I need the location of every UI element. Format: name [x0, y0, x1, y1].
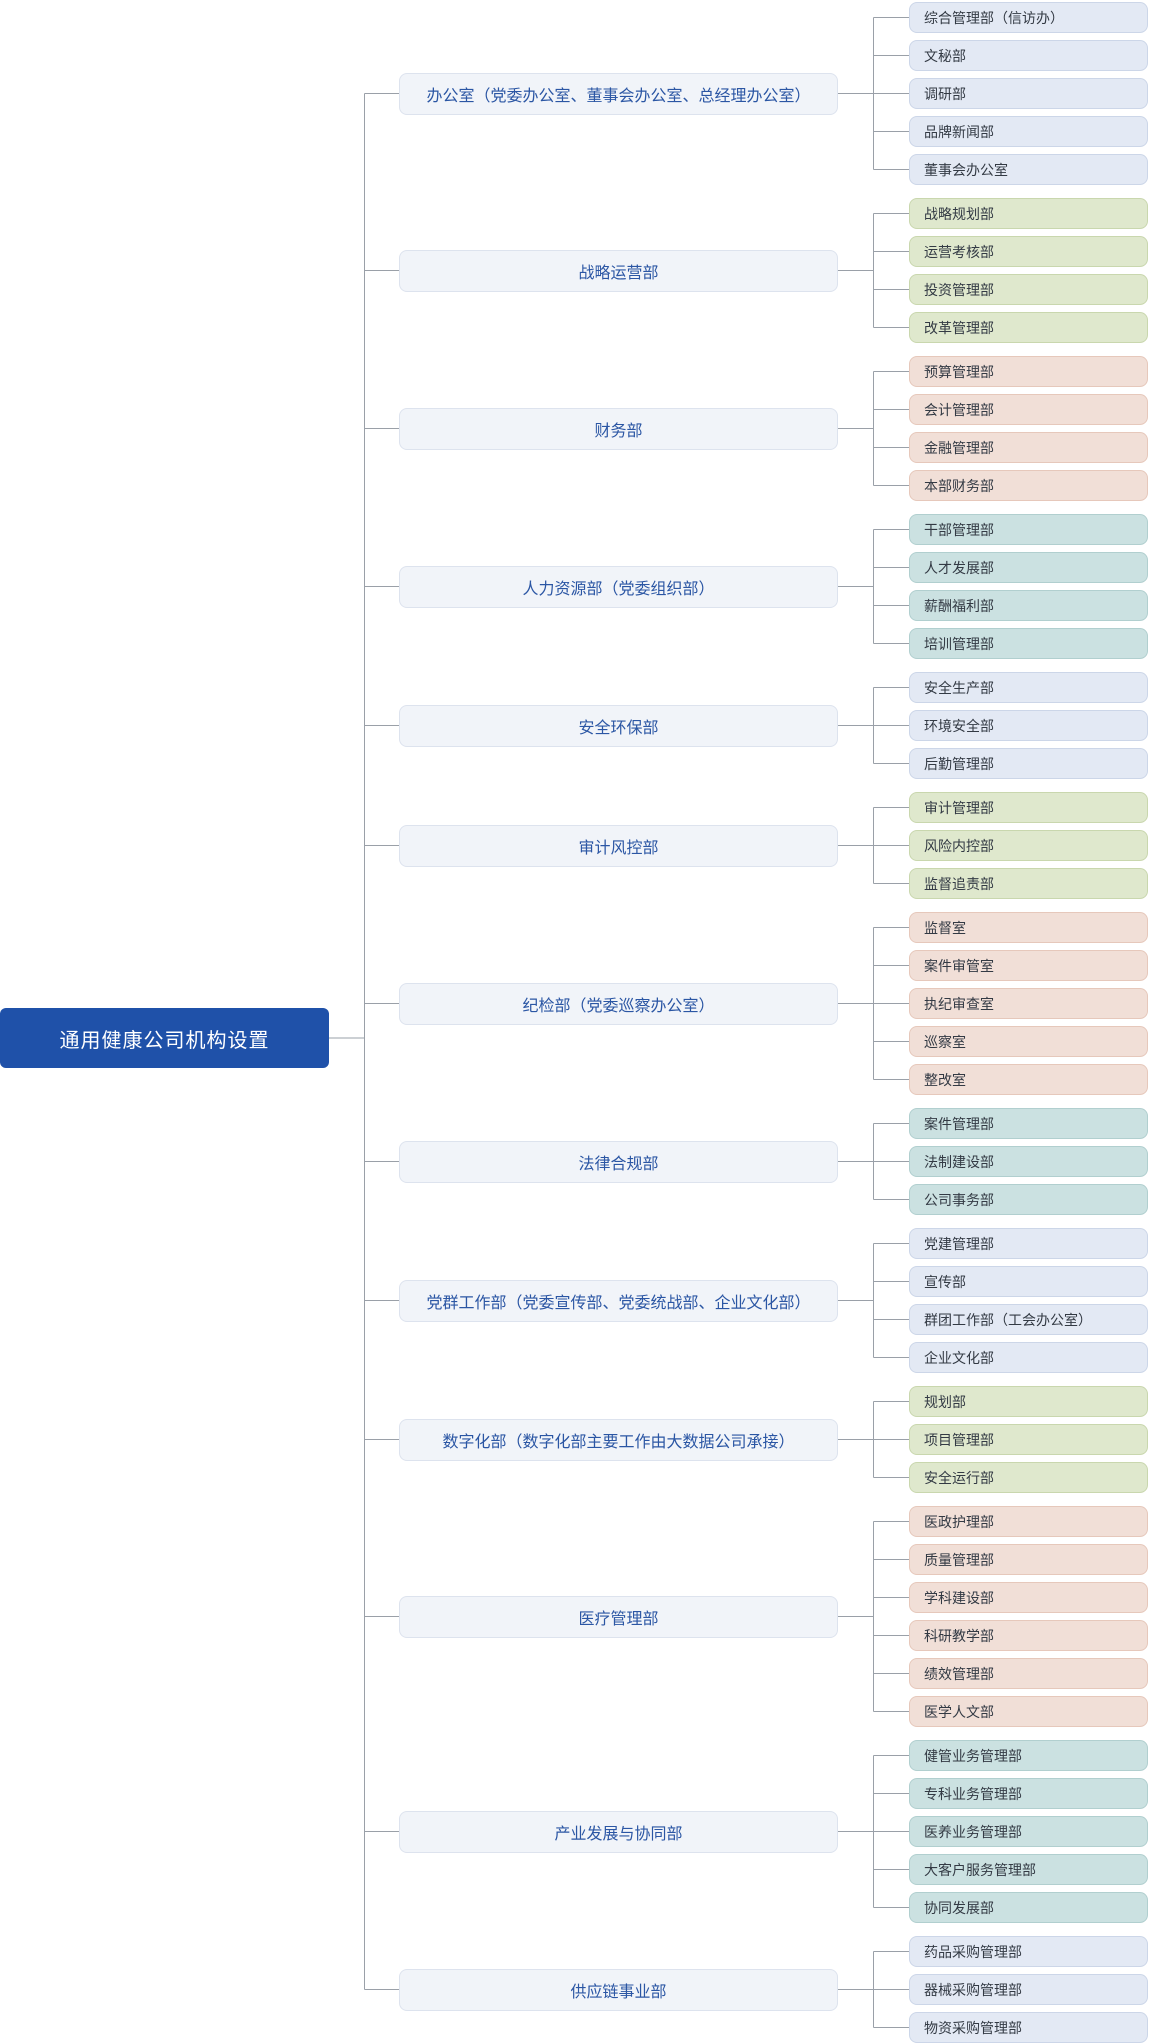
sub-department[interactable]: 执纪审查室 [909, 988, 1148, 1019]
department-label: 法律合规部 [578, 1153, 659, 1173]
sub-department[interactable]: 企业文化部 [909, 1342, 1148, 1373]
root-node[interactable]: 通用健康公司机构设置 [0, 1008, 329, 1068]
department-node[interactable]: 法律合规部 [399, 1140, 838, 1183]
sub-department[interactable]: 品牌新闻部 [909, 116, 1148, 147]
department-node[interactable]: 办公室（党委办公室、董事会办公室、总经理办公室） [399, 72, 838, 115]
sub-department[interactable]: 整改室 [909, 1064, 1148, 1095]
sub-department[interactable]: 案件审管室 [909, 950, 1148, 981]
sub-department[interactable]: 医学人文部 [909, 1696, 1148, 1727]
department-label: 产业发展与协同部 [554, 1823, 683, 1843]
sub-department[interactable]: 科研教学部 [909, 1620, 1148, 1651]
sub-department[interactable]: 项目管理部 [909, 1424, 1148, 1455]
sub-department[interactable]: 健管业务管理部 [909, 1740, 1148, 1771]
sub-department[interactable]: 公司事务部 [909, 1184, 1148, 1215]
department-label: 医疗管理部 [578, 1608, 659, 1628]
department-label: 供应链事业部 [570, 1981, 667, 2001]
department-label: 审计风控部 [578, 837, 659, 857]
department-node[interactable]: 纪检部（党委巡察办公室） [399, 982, 838, 1025]
sub-department[interactable]: 安全运行部 [909, 1462, 1148, 1493]
sub-department[interactable]: 绩效管理部 [909, 1658, 1148, 1689]
sub-department[interactable]: 器械采购管理部 [909, 1974, 1148, 2005]
sub-department[interactable]: 监督追责部 [909, 868, 1148, 899]
sub-department[interactable]: 运营考核部 [909, 236, 1148, 267]
sub-department[interactable]: 物资采购管理部 [909, 2012, 1148, 2043]
sub-department[interactable]: 董事会办公室 [909, 154, 1148, 185]
department-node[interactable]: 财务部 [399, 407, 838, 450]
sub-department[interactable]: 质量管理部 [909, 1544, 1148, 1575]
department-label: 安全环保部 [578, 717, 659, 737]
sub-department[interactable]: 案件管理部 [909, 1108, 1148, 1139]
sub-department[interactable]: 改革管理部 [909, 312, 1148, 343]
sub-department[interactable]: 大客户服务管理部 [909, 1854, 1148, 1885]
department-node[interactable]: 产业发展与协同部 [399, 1810, 838, 1853]
sub-department[interactable]: 环境安全部 [909, 710, 1148, 741]
department-node[interactable]: 审计风控部 [399, 824, 838, 867]
department-label: 办公室（党委办公室、董事会办公室、总经理办公室） [426, 85, 811, 105]
sub-department[interactable]: 战略规划部 [909, 198, 1148, 229]
sub-department[interactable]: 医养业务管理部 [909, 1816, 1148, 1847]
sub-department[interactable]: 本部财务部 [909, 470, 1148, 501]
sub-department[interactable]: 监督室 [909, 912, 1148, 943]
department-label: 财务部 [594, 420, 643, 440]
sub-department[interactable]: 投资管理部 [909, 274, 1148, 305]
department-node[interactable]: 安全环保部 [399, 704, 838, 747]
sub-department[interactable]: 学科建设部 [909, 1582, 1148, 1613]
sub-department[interactable]: 金融管理部 [909, 432, 1148, 463]
root-label: 通用健康公司机构设置 [59, 1027, 270, 1052]
department-label: 纪检部（党委巡察办公室） [522, 995, 715, 1015]
sub-department[interactable]: 风险内控部 [909, 830, 1148, 861]
department-label: 党群工作部（党委宣传部、党委统战部、企业文化部） [426, 1292, 811, 1312]
sub-department[interactable]: 党建管理部 [909, 1228, 1148, 1259]
department-node[interactable]: 供应链事业部 [399, 1968, 838, 2011]
sub-department[interactable]: 宣传部 [909, 1266, 1148, 1297]
sub-department[interactable]: 薪酬福利部 [909, 590, 1148, 621]
sub-department[interactable]: 法制建设部 [909, 1146, 1148, 1177]
sub-department[interactable]: 医政护理部 [909, 1506, 1148, 1537]
department-node[interactable]: 党群工作部（党委宣传部、党委统战部、企业文化部） [399, 1279, 838, 1322]
sub-department[interactable]: 安全生产部 [909, 672, 1148, 703]
sub-department[interactable]: 专科业务管理部 [909, 1778, 1148, 1809]
department-node[interactable]: 人力资源部（党委组织部） [399, 565, 838, 608]
sub-department[interactable]: 协同发展部 [909, 1892, 1148, 1923]
sub-department[interactable]: 调研部 [909, 78, 1148, 109]
sub-department[interactable]: 审计管理部 [909, 792, 1148, 823]
sub-department[interactable]: 会计管理部 [909, 394, 1148, 425]
sub-department[interactable]: 文秘部 [909, 40, 1148, 71]
sub-department[interactable]: 培训管理部 [909, 628, 1148, 659]
sub-department[interactable]: 巡察室 [909, 1026, 1148, 1057]
department-label: 人力资源部（党委组织部） [522, 578, 715, 598]
sub-department[interactable]: 后勤管理部 [909, 748, 1148, 779]
department-label: 数字化部（数字化部主要工作由大数据公司承接） [442, 1431, 795, 1451]
department-node[interactable]: 数字化部（数字化部主要工作由大数据公司承接） [399, 1418, 838, 1461]
department-node[interactable]: 医疗管理部 [399, 1595, 838, 1638]
sub-department[interactable]: 综合管理部（信访办） [909, 2, 1148, 33]
sub-department[interactable]: 人才发展部 [909, 552, 1148, 583]
sub-department[interactable]: 群团工作部（工会办公室） [909, 1304, 1148, 1335]
sub-department[interactable]: 预算管理部 [909, 356, 1148, 387]
sub-department[interactable]: 药品采购管理部 [909, 1936, 1148, 1967]
department-node[interactable]: 战略运营部 [399, 249, 838, 292]
department-label: 战略运营部 [578, 262, 659, 282]
sub-department[interactable]: 干部管理部 [909, 514, 1148, 545]
sub-department[interactable]: 规划部 [909, 1386, 1148, 1417]
